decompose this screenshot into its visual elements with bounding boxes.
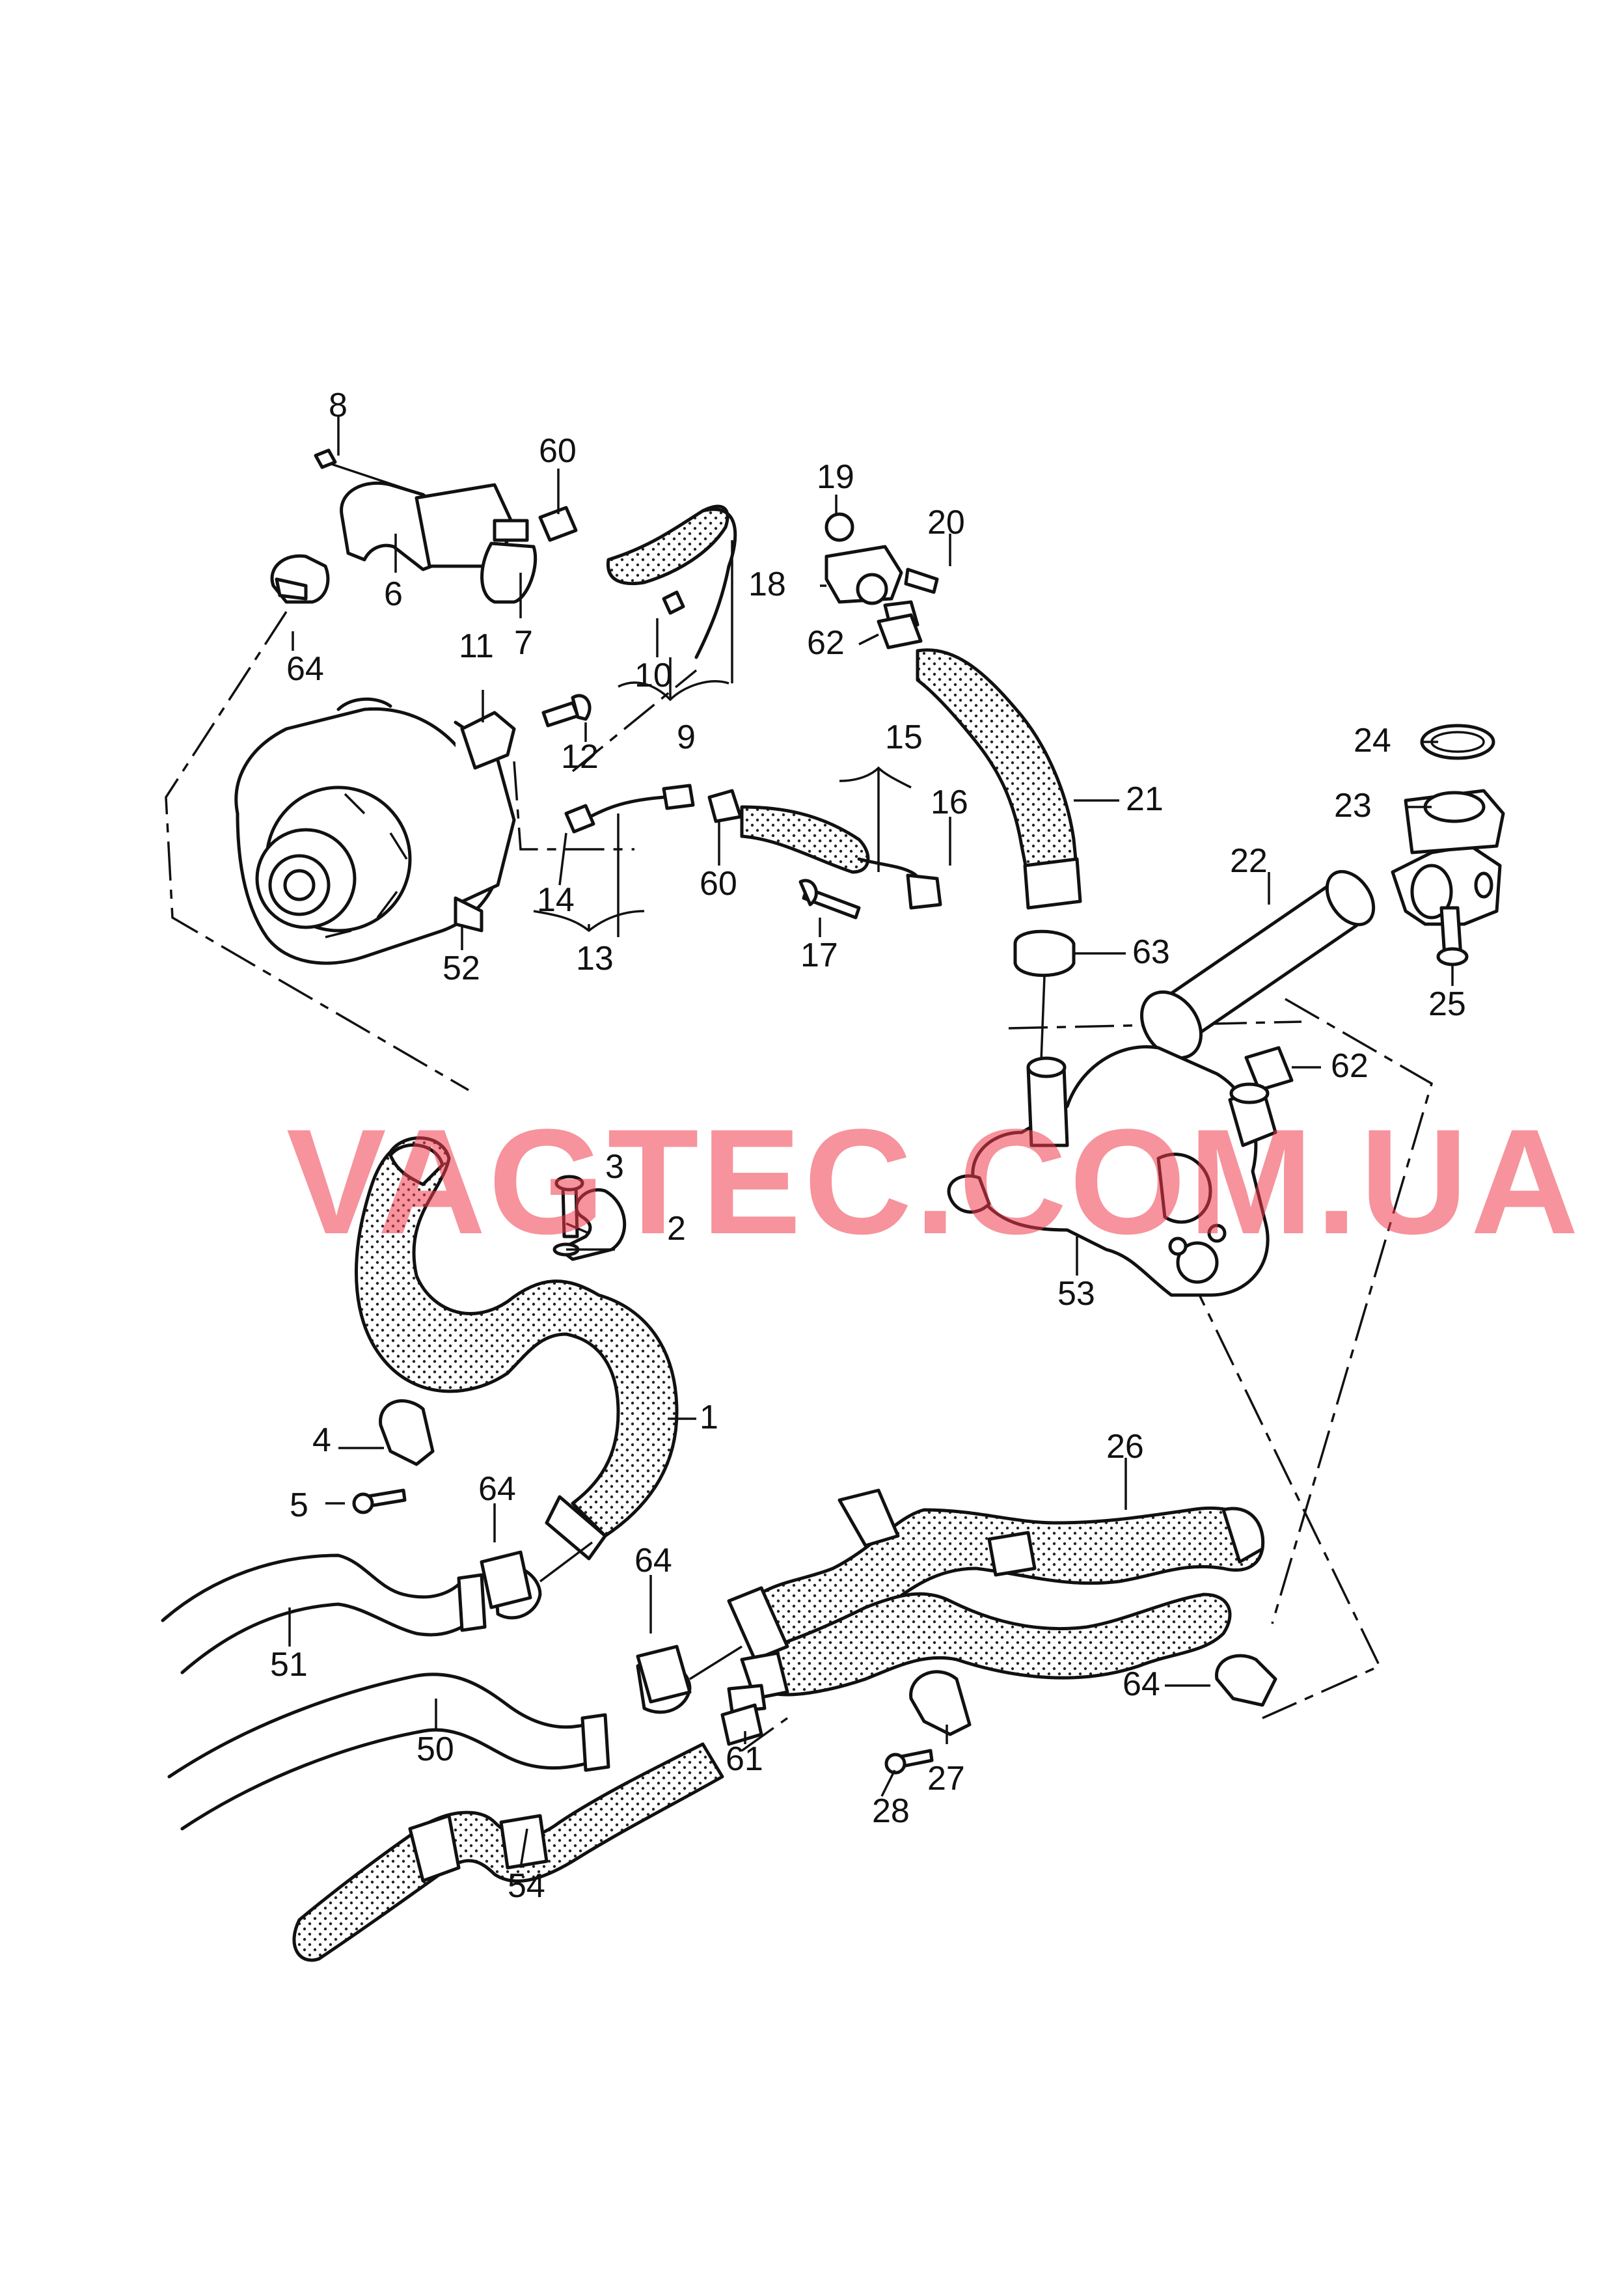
callout-label: 28	[872, 1792, 910, 1830]
callout-label: 6	[384, 575, 403, 613]
bolt-5	[352, 1488, 407, 1514]
hose-21	[916, 648, 1082, 910]
bracket-27	[909, 1670, 972, 1736]
hose-54	[292, 1742, 724, 1962]
callout-label: 11	[459, 627, 494, 665]
callout-label: 63	[1132, 933, 1170, 971]
clamp-61	[720, 1703, 763, 1746]
callout-label: 8	[329, 387, 347, 424]
callout-labels: 1 2 3 4 5 6 7 8 9 10 11 12 13 14 15 16 1…	[270, 387, 1466, 1905]
bolt-28	[884, 1749, 934, 1775]
hose-clamp-icon	[270, 554, 330, 604]
callout-label: 19	[817, 458, 854, 496]
pipe-51	[161, 1541, 593, 1674]
callout-label: 22	[1230, 842, 1268, 880]
bolt-25	[1436, 906, 1469, 966]
watermark: VAGTEC.COM.UA	[286, 1098, 1581, 1265]
callout-label: 61	[726, 1740, 763, 1778]
callout-label: 62	[807, 624, 845, 662]
callout-label: 21	[1126, 780, 1164, 818]
callout-label: 5	[290, 1486, 308, 1524]
callout-label: 20	[927, 504, 965, 541]
housing-23	[1391, 789, 1505, 926]
callout-label: 1	[700, 1399, 718, 1436]
bracket-2	[558, 1188, 627, 1261]
clamp-64-right	[1215, 1654, 1277, 1707]
callout-label: 16	[931, 784, 968, 821]
water-pump	[947, 1045, 1277, 1297]
clamp-64-mid	[636, 1645, 692, 1704]
callout-label: 23	[1334, 787, 1372, 825]
callout-label: 7	[514, 624, 533, 662]
callout-label: 62	[1331, 1047, 1369, 1085]
callout-label: 54	[508, 1867, 545, 1905]
callout-label: 14	[537, 881, 575, 919]
callout-label: 27	[927, 1760, 965, 1797]
callout-label: 24	[1354, 722, 1391, 759]
callout-label: 4	[312, 1421, 331, 1459]
callout-label: 64	[1123, 1665, 1160, 1703]
thermostat-housing	[314, 448, 538, 604]
callout-label: 64	[478, 1470, 516, 1508]
callout-label: 60	[539, 432, 577, 470]
hose-9	[538, 504, 737, 659]
hose-26	[727, 1488, 1265, 1714]
callout-label: 2	[667, 1210, 686, 1248]
callout-label: 64	[634, 1542, 672, 1579]
gasket-11	[460, 711, 516, 770]
leader-lines	[288, 417, 1454, 1868]
flange-18	[824, 512, 939, 633]
bolt-17	[798, 879, 861, 920]
line-63-to-pump	[1040, 976, 1046, 1061]
callout-label: 60	[700, 865, 737, 903]
callout-label: 26	[1106, 1428, 1144, 1466]
pipe-22	[1140, 869, 1376, 1060]
callout-label: 10	[634, 657, 672, 694]
callout-label: 3	[605, 1148, 624, 1186]
callout-label: 13	[576, 940, 614, 977]
callout-label: 52	[443, 950, 480, 987]
hose-15	[740, 805, 942, 910]
callout-label: 15	[885, 718, 923, 756]
pipe-13	[564, 784, 695, 834]
clamp-62-top	[877, 613, 923, 649]
callout-label: 17	[800, 936, 838, 974]
callout-label: 9	[677, 718, 696, 756]
bolt-12	[541, 694, 592, 728]
clamp-64-left	[480, 1550, 532, 1609]
callout-label: 50	[416, 1730, 454, 1768]
clamp-62-right	[1244, 1046, 1294, 1092]
callout-label: 64	[286, 650, 324, 688]
callout-label: 53	[1057, 1275, 1095, 1313]
callout-label: 12	[561, 738, 599, 776]
callout-label: 51	[270, 1646, 308, 1684]
alternator	[234, 697, 516, 965]
callout-label: 18	[748, 566, 786, 603]
callout-label: 25	[1428, 985, 1466, 1023]
bracket-4	[379, 1399, 435, 1466]
clamp-63	[1013, 929, 1076, 977]
clamp-60-b	[707, 789, 742, 823]
